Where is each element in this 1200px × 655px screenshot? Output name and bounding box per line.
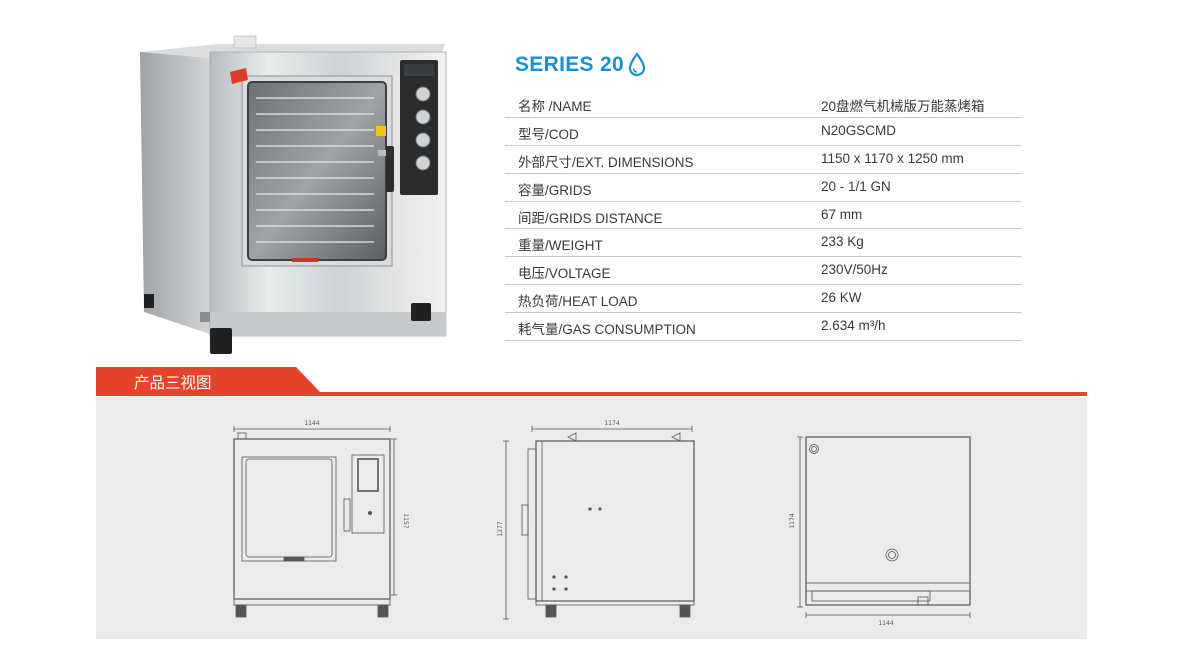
spec-row-name: 名称 /NAME 20盘燃气机械版万能蒸烤箱 xyxy=(505,90,1022,118)
spec-row-heat-load: 热负荷/HEAT LOAD 26 KW xyxy=(505,285,1022,314)
spec-label: 电压/VOLTAGE xyxy=(518,266,611,282)
spec-label: 容量/GRIDS xyxy=(518,182,592,198)
spec-row-gas-consumption: 耗气量/GAS CONSUMPTION 2.634 m³/h xyxy=(505,313,1022,342)
top-width-dim: 1144 xyxy=(878,620,893,627)
side-view-drawing: 1174 1277 xyxy=(497,420,695,620)
spec-row-weight: 重量/WEIGHT 233 Kg xyxy=(505,229,1022,258)
spec-label: 名称 /NAME xyxy=(518,99,592,114)
spec-table: 名称 /NAME 20盘燃气机械版万能蒸烤箱 型号/COD N20GSCMD 外… xyxy=(505,90,1022,342)
spec-value: 230V/50Hz xyxy=(821,262,888,278)
spec-label: 热负荷/HEAT LOAD xyxy=(518,294,638,310)
top-view-drawing: 1174 1144 xyxy=(789,436,971,627)
spec-label: 间距/GRIDS DISTANCE xyxy=(518,210,663,226)
series-title-text: SERIES 20 xyxy=(515,53,624,76)
oven-product-photo xyxy=(140,35,447,354)
series-title: SERIES 20 xyxy=(515,52,646,78)
spec-row-grids: 容量/GRIDS 20 - 1/1 GN xyxy=(505,174,1022,202)
spec-value: 20 - 1/1 GN xyxy=(821,178,891,194)
front-view-drawing: 1144 1157 xyxy=(233,420,409,618)
spec-label: 外部尺寸/EXT. DIMENSIONS xyxy=(518,154,694,170)
spec-label: 型号/COD xyxy=(518,126,579,142)
front-width-dim: 1144 xyxy=(304,420,319,427)
side-height-dim: 1277 xyxy=(497,521,504,536)
spec-value: 26 KW xyxy=(821,290,862,306)
spec-value: 2.634 m³/h xyxy=(821,318,886,334)
section-divider-line xyxy=(96,392,1087,396)
spec-value: 20盘燃气机械版万能蒸烤箱 xyxy=(821,99,985,114)
spec-value: N20GSCMD xyxy=(821,122,897,138)
spec-label: 耗气量/GAS CONSUMPTION xyxy=(518,322,696,338)
side-width-dim: 1174 xyxy=(604,420,619,427)
spec-value: 233 Kg xyxy=(821,234,864,250)
spec-label: 重量/WEIGHT xyxy=(518,238,603,254)
section-tab-shape xyxy=(96,367,324,396)
front-height-dim: 1157 xyxy=(402,513,409,528)
top-depth-dim: 1174 xyxy=(789,513,796,528)
section-title: 产品三视图 xyxy=(134,374,212,392)
section-header-bar: 产品三视图 xyxy=(96,367,1087,397)
spec-row-grids-distance: 间距/GRIDS DISTANCE 67 mm xyxy=(505,202,1022,230)
spec-row-voltage: 电压/VOLTAGE 230V/50Hz xyxy=(505,257,1022,286)
spec-value: 1150 x 1170 x 1250 mm xyxy=(821,150,964,166)
three-view-drawing-panel: 1144 1157 1174 1277 xyxy=(96,397,1087,639)
spec-row-dimensions: 外部尺寸/EXT. DIMENSIONS 1150 x 1170 x 1250 … xyxy=(505,146,1022,174)
spec-row-cod: 型号/COD N20GSCMD xyxy=(505,118,1022,146)
water-drop-icon xyxy=(628,52,646,77)
spec-value: 67 mm xyxy=(821,206,863,222)
